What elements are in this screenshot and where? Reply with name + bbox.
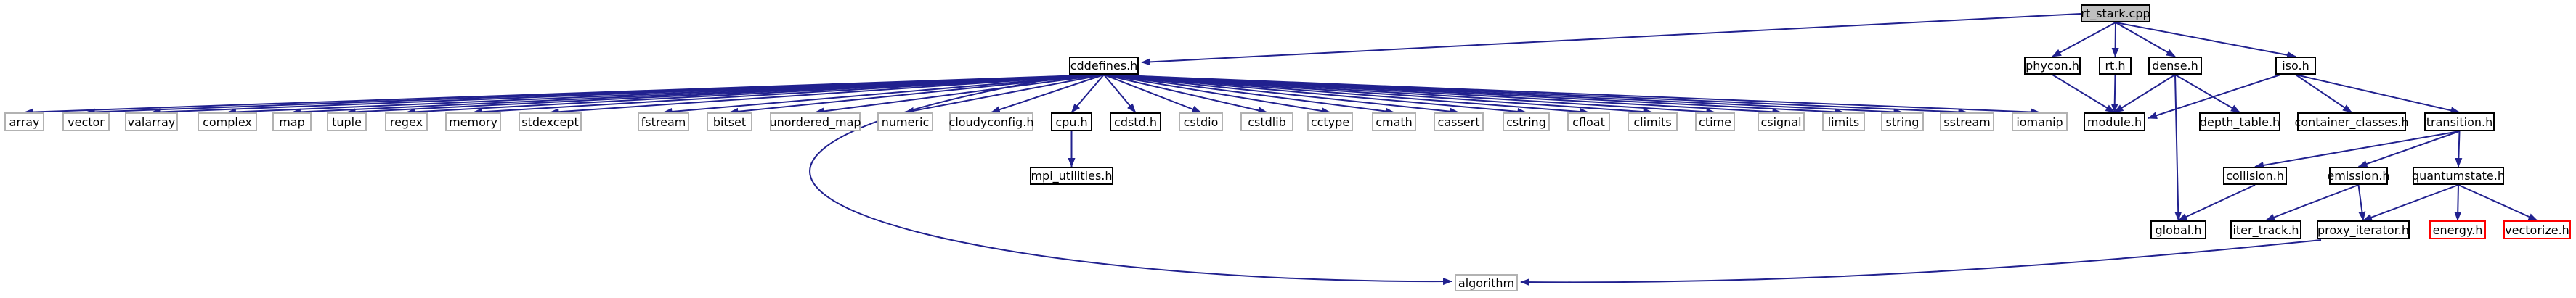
- graph-node-quantumstate-h[interactable]: quantumstate.h: [2412, 167, 2505, 185]
- edge-transition-h-to-quantumstate-h: [2455, 131, 2463, 167]
- graph-node-vectorize-h[interactable]: vectorize.h: [2503, 220, 2571, 239]
- edge-rt-stark-cpp-to-iso-h: [2115, 22, 2296, 59]
- graph-node-iomanip: iomanip: [2012, 112, 2068, 131]
- graph-node-cctype: cctype: [1307, 112, 1353, 131]
- graph-node-rt-stark-cpp[interactable]: rt_stark.cpp: [2081, 4, 2150, 22]
- edge-cddefines-h-to-numeric: [904, 74, 1105, 115]
- graph-node-cstring: cstring: [1503, 112, 1550, 131]
- edge-cddefines-h-to-fstream: [662, 74, 1105, 115]
- edge-cddefines-h-to-cctype: [1103, 74, 1331, 115]
- graph-node-module-h[interactable]: module.h: [2084, 112, 2145, 131]
- edge-cddefines-h-to-cstdio: [1103, 74, 1202, 113]
- graph-node-cstdio: cstdio: [1179, 112, 1223, 131]
- edge-collision-h-to-global-h: [2177, 184, 2256, 221]
- edge-cddefines-h-to-cdstd-h: [1103, 74, 1137, 113]
- graph-node-bitset: bitset: [707, 112, 752, 131]
- graph-node-sstream: sstream: [1940, 112, 1994, 131]
- graph-node-valarray: valarray: [125, 112, 178, 131]
- graph-node-cfloat: cfloat: [1567, 112, 1610, 131]
- graph-node-container-classes-h[interactable]: container_classes.h: [2295, 112, 2408, 131]
- graph-node-cloudyconfig-h: cloudyconfig.h: [949, 112, 1034, 131]
- edge-iso-h-to-module-h: [2148, 74, 2281, 119]
- graph-node-cstdlib: cstdlib: [1240, 112, 1293, 131]
- graph-node-transition-h[interactable]: transition.h: [2424, 112, 2495, 131]
- edge-cddefines-h-to-stdexcept: [549, 74, 1105, 116]
- edge-dense-h-to-global-h: [2174, 74, 2182, 221]
- graph-node-mpi-utilities-h[interactable]: mpi_utilities.h: [1030, 167, 1113, 185]
- graph-node-ctime: ctime: [1695, 112, 1735, 131]
- edge-rt-stark-cpp-to-dense-h: [2115, 22, 2176, 57]
- edge-cddefines-h-to-cstring: [1103, 74, 1527, 115]
- edge-cddefines-h-to-cmath: [1103, 74, 1395, 115]
- graph-node-iter-track-h[interactable]: iter_track.h: [2230, 220, 2301, 239]
- graph-node-memory: memory: [445, 112, 501, 131]
- edge-rt-stark-cpp-to-phycon-h: [2052, 22, 2116, 57]
- edge-cddefines-h-to-cpu-h: [1070, 74, 1105, 113]
- graph-node-dense-h[interactable]: dense.h: [2148, 57, 2202, 75]
- graph-node-limits: limits: [1822, 112, 1865, 131]
- graph-node-proxy-iterator-h[interactable]: proxy_iterator.h: [2317, 220, 2410, 239]
- edge-emission-h-to-proxy-iterator-h: [2357, 184, 2366, 221]
- edge-transition-h-to-emission-h: [2357, 131, 2460, 167]
- graph-node-iso-h[interactable]: iso.h: [2275, 57, 2316, 75]
- edge-iso-h-to-transition-h: [2295, 74, 2461, 115]
- edge-dense-h-to-depth-table-h: [2174, 74, 2240, 113]
- graph-node-depth-table-h[interactable]: depth_table.h: [2199, 112, 2280, 131]
- graph-node-stdexcept: stdexcept: [519, 112, 582, 131]
- graph-node-cassert: cassert: [1434, 112, 1484, 131]
- edge-iso-h-to-container-classes-h: [2295, 74, 2352, 113]
- graph-node-rt-h[interactable]: rt.h: [2099, 57, 2132, 75]
- edge-emission-h-to-iter-track-h: [2265, 184, 2359, 221]
- edge-cddefines-h-to-unordered-map: [814, 74, 1105, 115]
- graph-node-map: map: [272, 112, 312, 131]
- graph-node-algorithm: algorithm: [1455, 274, 1518, 291]
- edge-cddefines-h-to-cassert: [1103, 74, 1460, 115]
- edge-cddefines-h-to-memory: [472, 74, 1105, 116]
- edge-phycon-h-to-module-h: [2052, 74, 2116, 113]
- edge-proxy-iterator-h-to-algorithm: [1520, 239, 2322, 286]
- graph-node-cmath: cmath: [1372, 112, 1416, 131]
- edge-cddefines-h-to-cstdlib: [1103, 74, 1268, 115]
- edge-rt-stark-cpp-to-cddefines-h: [1141, 13, 2081, 66]
- edge-quantumstate-h-to-vectorize-h: [2458, 184, 2538, 221]
- graph-node-cpu-h[interactable]: cpu.h: [1051, 112, 1092, 131]
- graph-node-energy-h[interactable]: energy.h: [2429, 220, 2486, 239]
- edge-cddefines-h-to-iomanip: [1103, 74, 2041, 116]
- edge-dense-h-to-module-h: [2113, 74, 2176, 113]
- graph-node-emission-h[interactable]: emission.h: [2327, 167, 2390, 185]
- graph-node-csignal: csignal: [1758, 112, 1805, 131]
- graph-node-global-h[interactable]: global.h: [2150, 220, 2206, 239]
- graph-node-string: string: [1881, 112, 1924, 131]
- graph-node-vector: vector: [62, 112, 110, 131]
- graph-node-cddefines-h[interactable]: cddefines.h: [1069, 57, 1139, 75]
- graph-node-fstream: fstream: [638, 112, 689, 131]
- edge-transition-h-to-collision-h: [2254, 131, 2460, 169]
- edge-rt-h-to-module-h: [2110, 74, 2118, 113]
- graph-node-climits: climits: [1628, 112, 1678, 131]
- graph-node-tuple: tuple: [327, 112, 367, 131]
- graph-node-unordered-map: unordered_map: [769, 112, 861, 131]
- graph-node-numeric: numeric: [877, 112, 933, 131]
- graph-node-phycon-h[interactable]: phycon.h: [2024, 57, 2081, 75]
- graph-node-collision-h[interactable]: collision.h: [2223, 167, 2287, 185]
- graph-node-cdstd-h[interactable]: cdstd.h: [1110, 112, 1161, 131]
- edge-cddefines-h-to-cloudyconfig-h: [991, 74, 1105, 113]
- edge-quantumstate-h-to-proxy-iterator-h: [2362, 184, 2459, 221]
- graph-node-regex: regex: [385, 112, 428, 131]
- graph-node-array: array: [4, 112, 44, 131]
- edge-cddefines-h-to-cfloat: [1103, 74, 1590, 116]
- graph-node-complex: complex: [198, 112, 257, 131]
